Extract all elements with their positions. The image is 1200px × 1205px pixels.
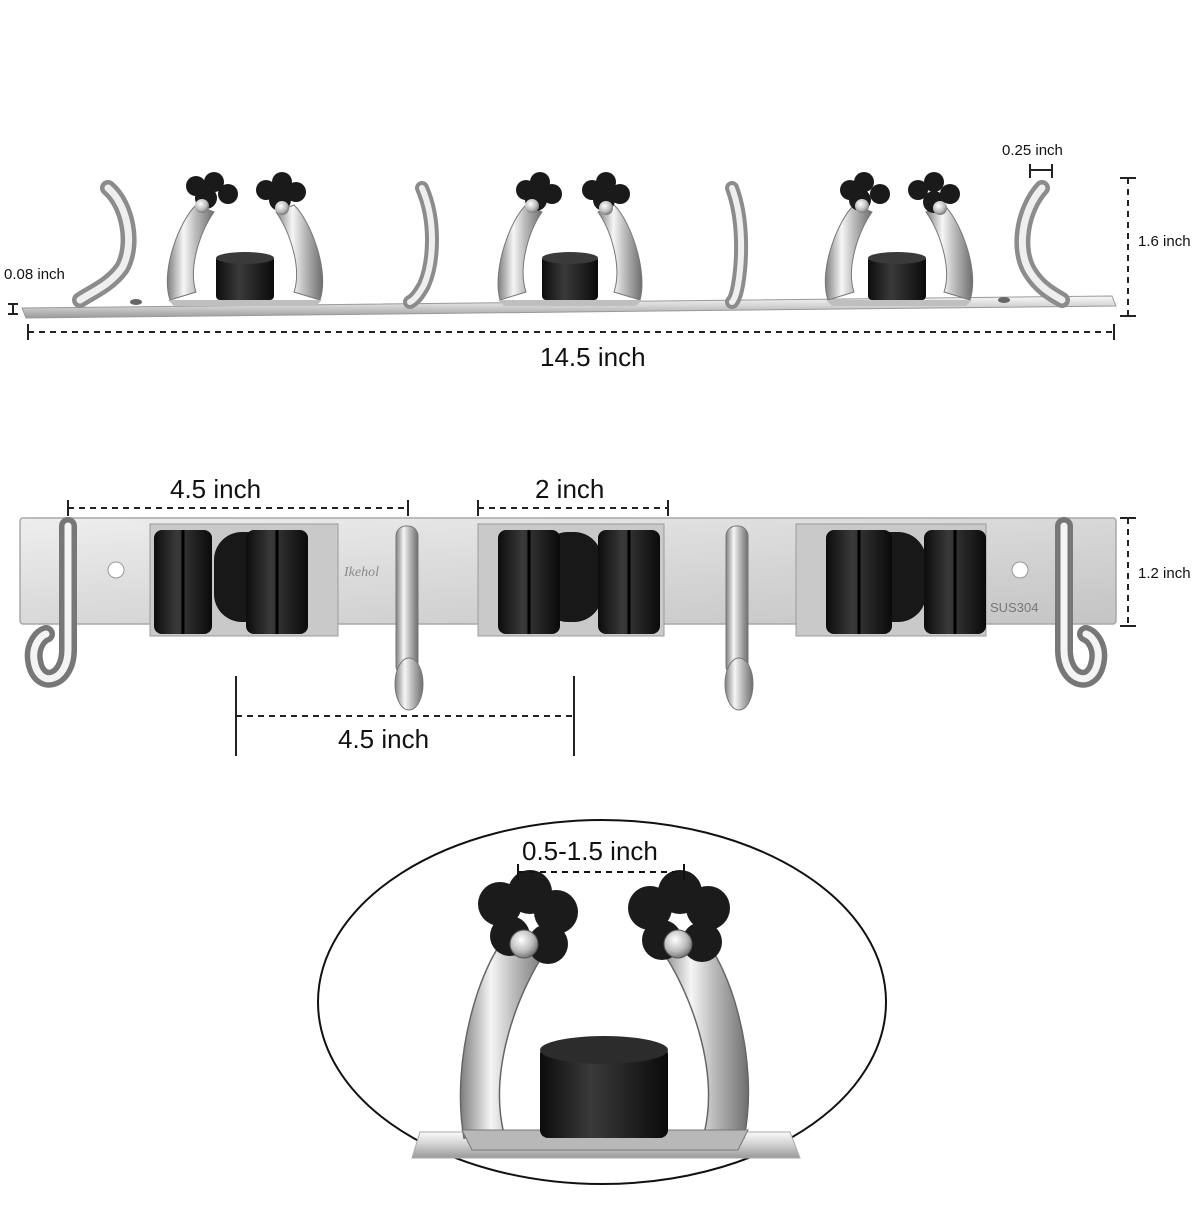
detail-right-knob bbox=[628, 870, 730, 962]
brand-engraving: Ikehol bbox=[344, 565, 379, 580]
detail-left-bolt bbox=[509, 929, 539, 959]
front-clip-3 bbox=[795, 523, 987, 637]
top-dimension-lines bbox=[8, 164, 1136, 340]
clip-width-label: 2 inch bbox=[535, 474, 605, 504]
clip-assembly-2 bbox=[497, 172, 643, 306]
top-view-rack bbox=[21, 172, 1117, 319]
front-height-label: 1.2 inch bbox=[1138, 565, 1191, 582]
grip-range-label: 0.5-1.5 inch bbox=[522, 836, 658, 866]
front-dimension-lines bbox=[67, 500, 1136, 756]
mount-hole bbox=[107, 561, 125, 579]
mount-hole bbox=[998, 297, 1010, 303]
clip-assembly-3 bbox=[824, 172, 974, 306]
side-hooks bbox=[72, 180, 1070, 309]
material-engraving: SUS304 bbox=[990, 600, 1039, 615]
front-hooks bbox=[24, 517, 1108, 711]
hook-spacing-label: 4.5 inch bbox=[338, 724, 430, 754]
detail-zoom bbox=[317, 819, 887, 1185]
detail-right-bolt bbox=[663, 929, 693, 959]
mount-hole bbox=[1011, 561, 1029, 579]
overall-length-label: 14.5 inch bbox=[540, 342, 646, 372]
clip-assembly-1 bbox=[166, 172, 324, 306]
front-view-rack bbox=[19, 517, 1117, 711]
front-clip-2 bbox=[477, 523, 665, 637]
clip-group-span-label: 4.5 inch bbox=[170, 474, 262, 504]
hook-wire-label: 0.25 inch bbox=[1002, 142, 1063, 159]
plate-thickness-label: 0.08 inch bbox=[4, 266, 65, 283]
front-clip-1 bbox=[149, 523, 339, 637]
mount-hole bbox=[130, 299, 142, 305]
detail-dimension-line bbox=[517, 864, 685, 880]
overall-height-label: 1.6 inch bbox=[1138, 233, 1191, 250]
detail-left-knob bbox=[478, 870, 578, 964]
detail-rubber-stopper bbox=[540, 1046, 668, 1138]
